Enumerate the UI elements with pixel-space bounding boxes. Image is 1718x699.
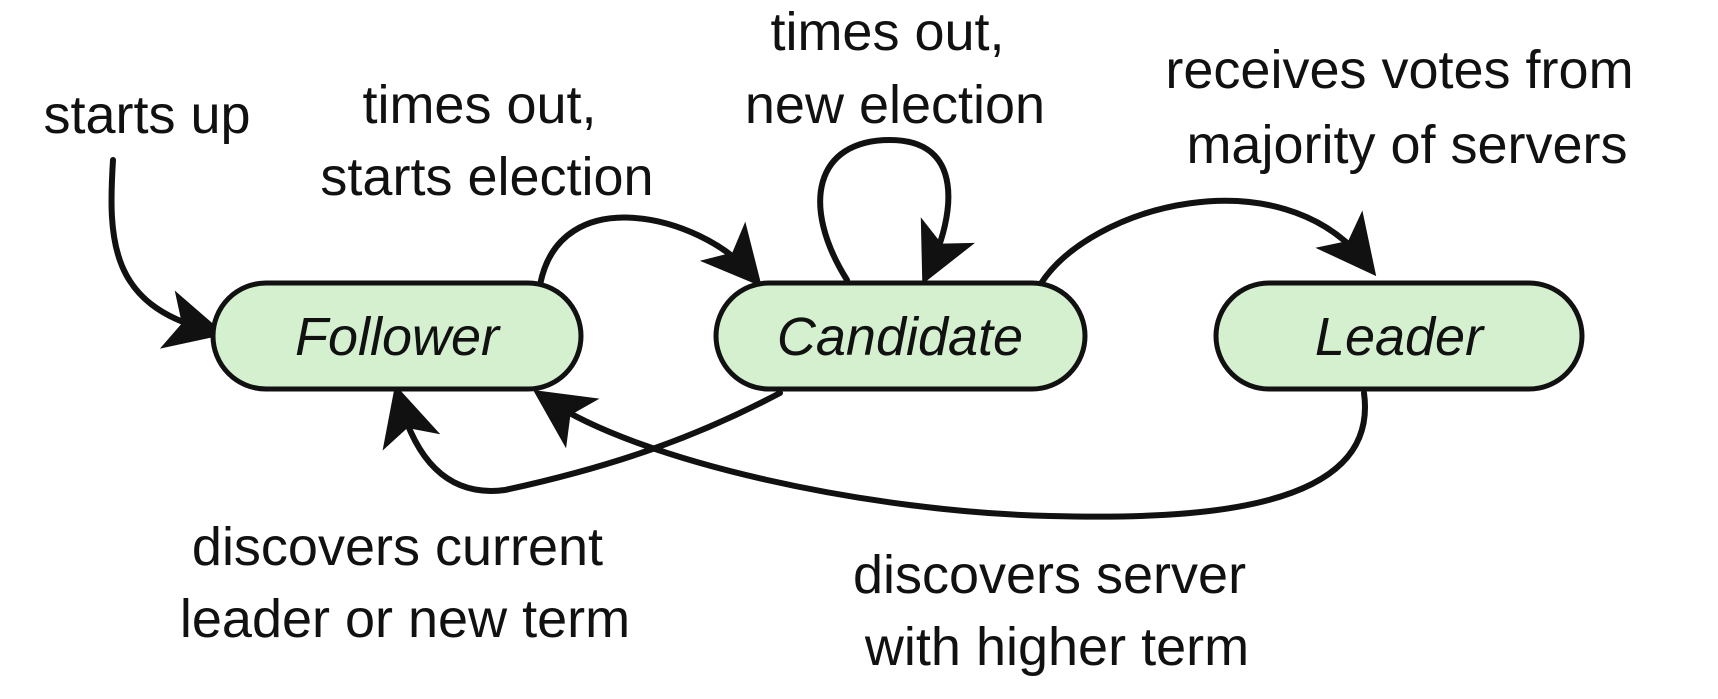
label-candidate-to-leader: receives votes from majority of servers [1165, 40, 1648, 175]
label-candidate-to-leader-line-2: majority of servers [1186, 115, 1627, 175]
state-follower: Follower [210, 280, 584, 392]
state-candidate-shape [713, 280, 1088, 392]
label-leader-to-follower: discovers server with higher term [853, 545, 1261, 677]
state-candidate-label: Candidate [777, 307, 1023, 367]
edge-candidate-to-follower [382, 384, 783, 494]
edge-follower-to-candidate [537, 214, 762, 288]
edge-leader-to-follower [533, 389, 1368, 520]
label-candidate-to-follower-line-1: discovers current [192, 517, 603, 577]
label-starts-up-line-1: starts up [43, 85, 250, 145]
label-leader-to-follower-line-2: with higher term [864, 617, 1249, 677]
label-follower-to-candidate-line-2: starts election [320, 147, 653, 207]
state-follower-shape [210, 280, 584, 392]
edge-candidate-to-leader [1037, 197, 1377, 288]
state-leader-shape [1213, 280, 1585, 392]
label-candidate-self-line-1: times out, [770, 2, 1004, 62]
label-candidate-self: times out, new election [745, 2, 1045, 135]
label-starts-up: starts up [43, 85, 250, 145]
state-candidate: Candidate [713, 280, 1088, 392]
label-follower-to-candidate-line-1: times out, [362, 75, 596, 135]
label-candidate-self-line-2: new election [745, 75, 1045, 135]
state-leader: Leader [1213, 280, 1585, 392]
edge-starts-up [108, 157, 226, 349]
state-follower-label: Follower [295, 307, 501, 367]
label-leader-to-follower-line-1: discovers server [853, 545, 1246, 605]
label-candidate-to-follower-line-2: leader or new term [180, 589, 630, 649]
edge-candidate-self-loop [817, 136, 976, 285]
label-candidate-to-follower: discovers current leader or new term [180, 517, 630, 649]
label-candidate-to-leader-line-1: receives votes from [1165, 40, 1633, 100]
label-follower-to-candidate: times out, starts election [320, 75, 653, 207]
state-leader-label: Leader [1315, 307, 1485, 367]
